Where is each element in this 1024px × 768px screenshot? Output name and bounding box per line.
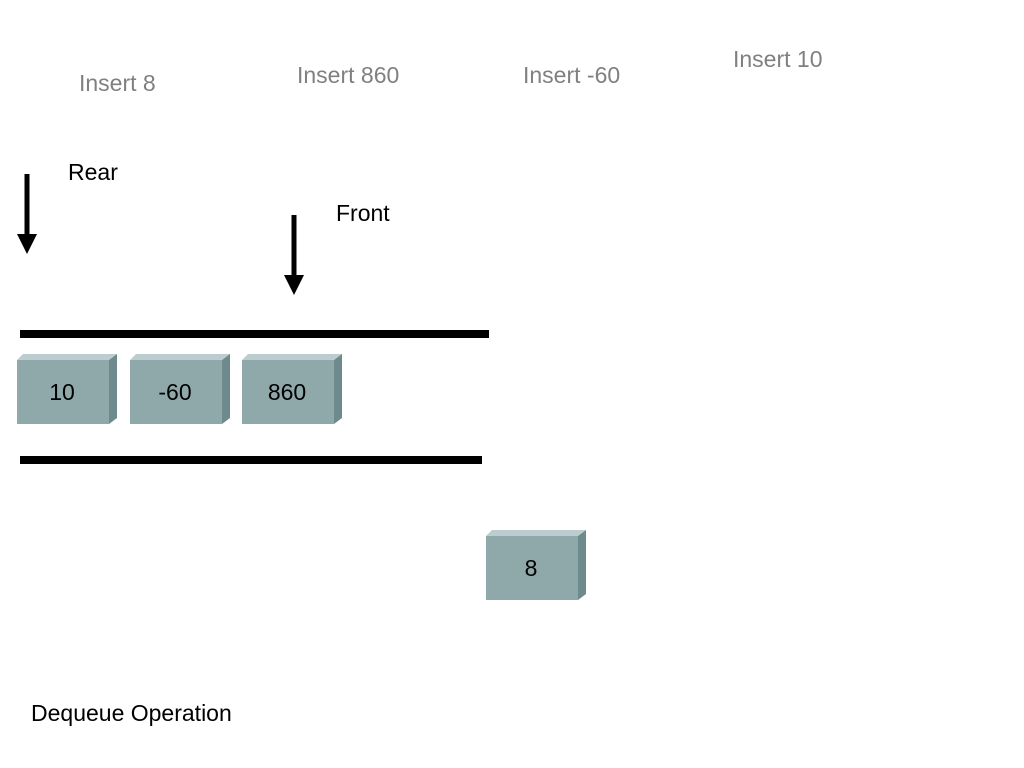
queue-top-rail	[20, 330, 489, 338]
queue-bottom-rail	[20, 456, 482, 464]
insert-label-10: Insert 10	[733, 46, 823, 72]
operation-caption: Dequeue Operation	[31, 700, 232, 726]
dequeued-node-value: 8	[524, 555, 538, 581]
node-block-icon	[130, 354, 230, 424]
queue-node-value: -60	[158, 379, 192, 405]
front-label: Front	[336, 200, 390, 226]
node-block-icon	[17, 354, 117, 424]
insert-label-860: Insert 860	[297, 62, 400, 88]
insert-label-8: Insert 8	[79, 70, 156, 96]
rear-label: Rear	[68, 159, 118, 185]
queue-node: -60	[130, 354, 230, 424]
insert-label-neg60: Insert -60	[523, 62, 621, 88]
queue-node-value: 10	[49, 379, 75, 405]
queue-node: 10	[17, 354, 117, 424]
node-block-icon	[486, 530, 586, 600]
rear-arrow-icon	[17, 174, 37, 254]
queue-node: 860	[242, 354, 342, 424]
node-block-icon	[242, 354, 342, 424]
front-arrow-icon	[284, 215, 304, 295]
queue-node-value: 860	[267, 379, 307, 405]
dequeued-node: 8	[486, 530, 586, 600]
